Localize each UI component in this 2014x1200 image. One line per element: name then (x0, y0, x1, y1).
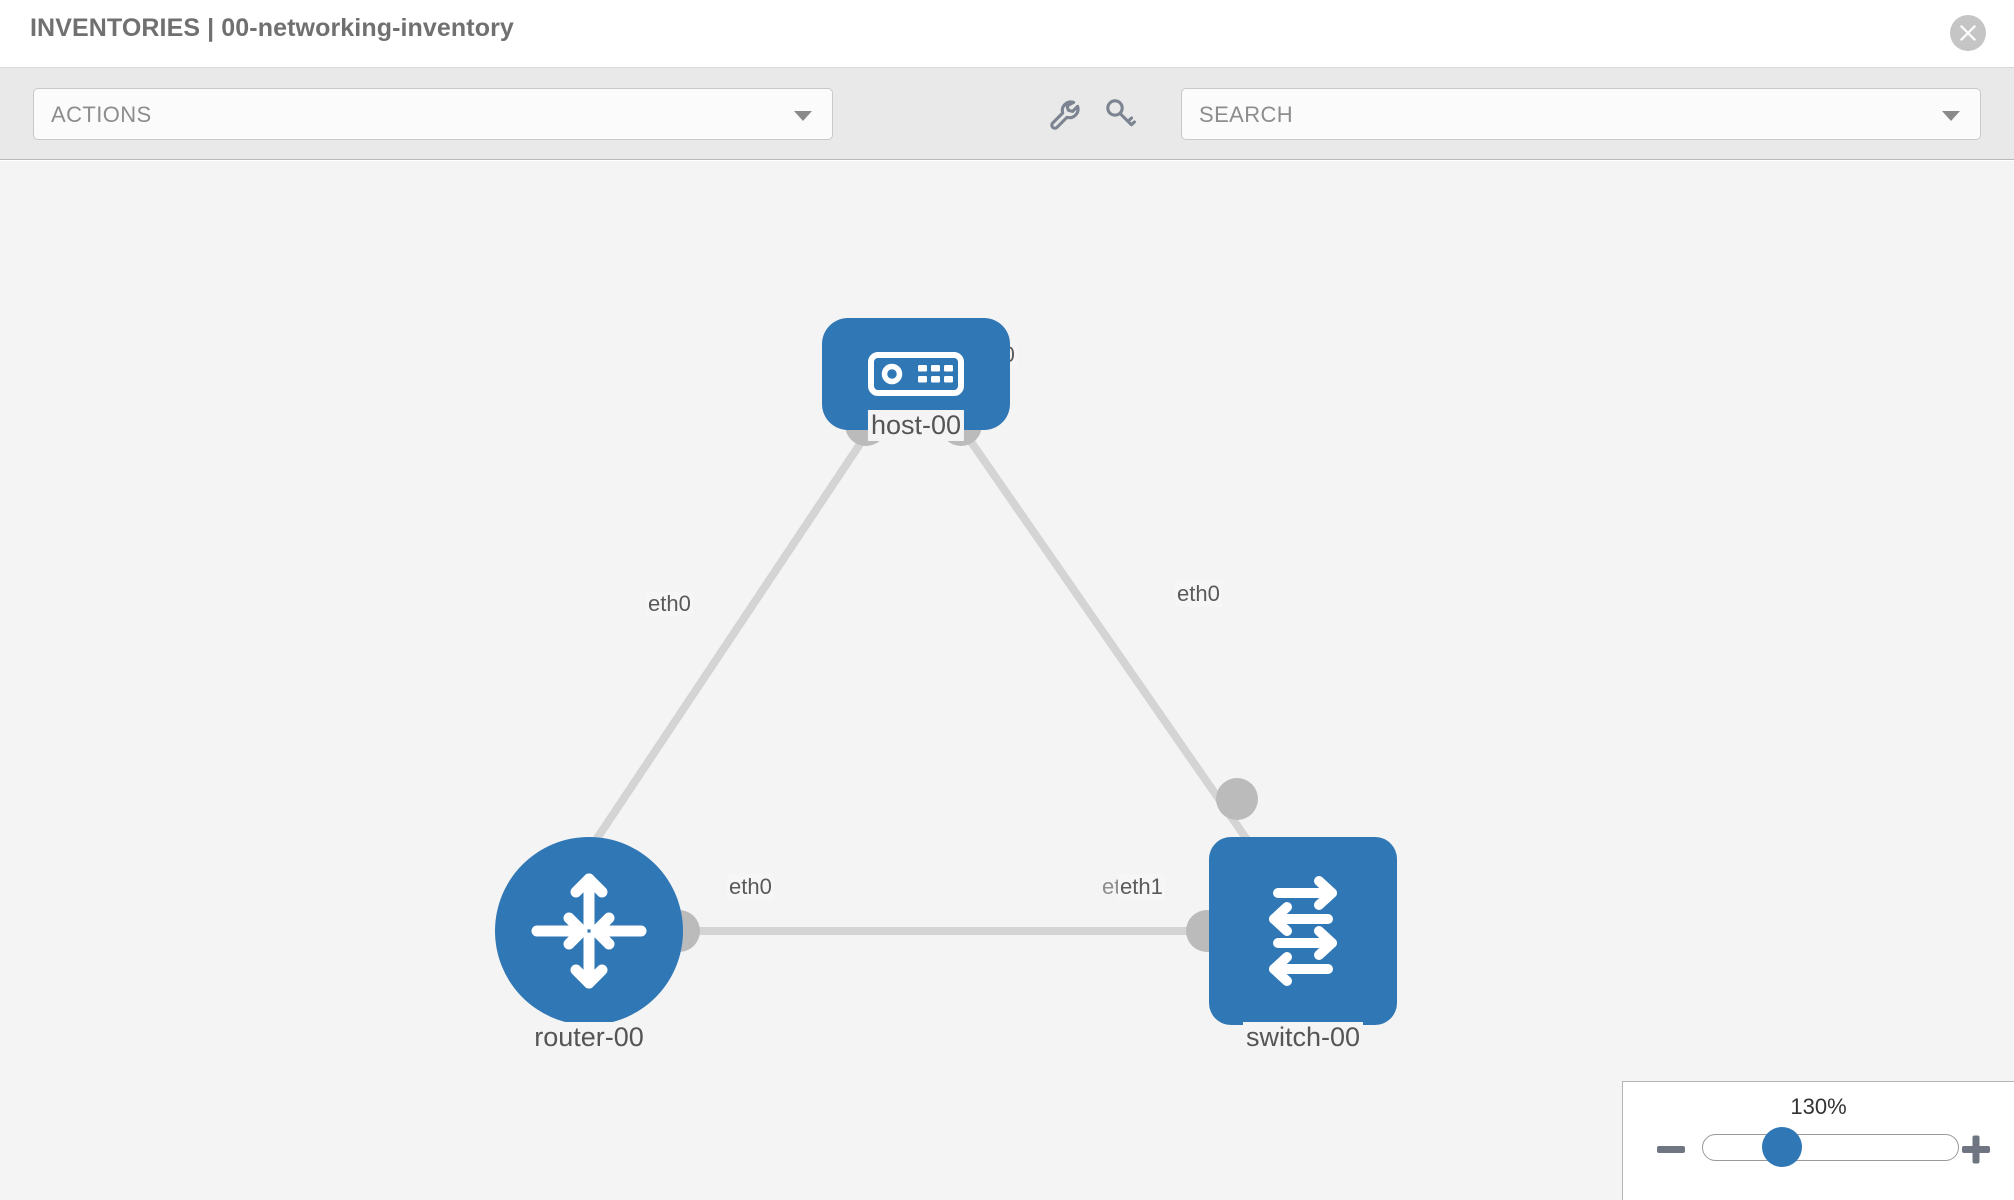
wrench-icon[interactable] (1044, 94, 1084, 134)
zoom-control-panel: 130% (1622, 1081, 2014, 1200)
iface-label-router-right: eth0 (727, 874, 774, 900)
zoom-out-button[interactable] (1654, 1132, 1688, 1166)
key-icon[interactable] (1100, 94, 1140, 134)
node-router-00-shape[interactable] (495, 837, 683, 1025)
plus-icon (1962, 1135, 1990, 1164)
node-router-00[interactable]: router-00 (495, 837, 683, 1053)
node-host-00[interactable]: host-00 (822, 318, 1010, 441)
node-switch-00-shape[interactable] (1209, 837, 1397, 1025)
node-switch-00-label: switch-00 (1242, 1022, 1364, 1053)
topology-links (574, 420, 1270, 935)
search-placeholder: SEARCH (1199, 102, 1294, 127)
close-icon[interactable] (1950, 15, 1986, 51)
minus-icon (1657, 1146, 1685, 1153)
link-host-switch (954, 420, 1270, 870)
zoom-slider-thumb[interactable] (1762, 1127, 1802, 1167)
chevron-down-icon (794, 111, 812, 121)
page-header: INVENTORIES | 00-networking-inventory (0, 0, 2014, 68)
page-title: INVENTORIES | 00-networking-inventory (30, 14, 514, 42)
nub-switch-top[interactable] (1216, 778, 1258, 820)
toolbar: ACTIONS SEARCH (0, 68, 2014, 160)
iface-label-router-up: eth0 (646, 591, 693, 617)
zoom-in-button[interactable] (1959, 1132, 1993, 1166)
node-switch-00[interactable]: switch-00 (1209, 837, 1397, 1053)
node-router-00-label: router-00 (531, 1022, 647, 1053)
switch-arrows-icon (1269, 876, 1337, 986)
iface-label-switch-up: eth0 (1175, 581, 1222, 607)
search-input[interactable]: SEARCH (1181, 88, 1981, 140)
topology-canvas[interactable]: eth0 eth0 eth0 eth0 eth0 eth eth1 (0, 161, 2014, 1200)
server-icon (868, 352, 964, 396)
iface-label-switch-left: eth1 (1118, 874, 1165, 900)
link-host-router (574, 420, 878, 870)
chevron-down-icon[interactable] (1942, 111, 1960, 121)
zoom-level-value: 130% (1790, 1094, 1847, 1119)
actions-dropdown-label: ACTIONS (51, 102, 152, 127)
zoom-slider-track[interactable] (1702, 1134, 1959, 1161)
actions-dropdown[interactable]: ACTIONS (33, 88, 833, 140)
node-host-00-label: host-00 (867, 410, 965, 441)
router-arrows-icon (531, 873, 647, 989)
